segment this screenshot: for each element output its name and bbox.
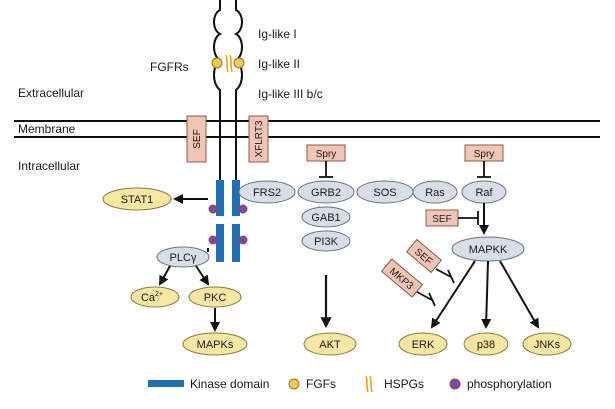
p38-label: p38 xyxy=(477,339,495,351)
mapks-label: MAPKs xyxy=(197,339,234,351)
intracellular-label: Intracellular xyxy=(18,159,80,173)
p38-node xyxy=(463,332,509,356)
jnks-label: JNKs xyxy=(534,339,561,351)
arrow-to-erk xyxy=(430,260,476,329)
phosphorylation-sites xyxy=(208,204,248,245)
kinase-domain-left-lower xyxy=(216,224,224,262)
legend-phospho-label: phosphorylation xyxy=(467,377,552,391)
ca-label: Ca2+ xyxy=(141,291,163,304)
ig-like-2-label: Ig-like II xyxy=(258,57,300,71)
pkc-label: PKC xyxy=(204,292,227,304)
jnks-node xyxy=(522,332,572,356)
ig-like-1-label: Ig-like I xyxy=(258,27,297,41)
mapkk-label: MAPKK xyxy=(469,244,508,256)
legend-kinase-label: Kinase domain xyxy=(190,377,269,391)
spry-left-label: Spry xyxy=(316,149,337,160)
plcg-label: PLCγ xyxy=(170,252,197,264)
mkp3-group: MKP3 xyxy=(380,258,424,298)
raf-label: Raf xyxy=(475,187,493,199)
xflrt3-membrane-label: XFLRT3 xyxy=(254,120,265,157)
pkc-node xyxy=(188,286,242,308)
ras-label: Ras xyxy=(425,187,445,199)
ca-node xyxy=(130,286,180,308)
extracellular-label: Extracellular xyxy=(18,86,84,100)
receptor-right-chain xyxy=(233,0,243,121)
sos-label: SOS xyxy=(373,187,396,199)
legend-phospho-swatch xyxy=(449,378,461,390)
membrane-label: Membrane xyxy=(18,122,76,136)
fgf-ligand-left xyxy=(211,57,223,69)
arrow-to-ca xyxy=(159,265,171,286)
plcg-node xyxy=(156,246,210,268)
sef-tilted-inhibit-line xyxy=(435,268,452,278)
akt-node xyxy=(303,332,357,356)
legend-hspgs-label: HSPGs xyxy=(384,377,424,391)
stat1-node xyxy=(102,187,172,211)
legend-hspg-swatch xyxy=(365,375,373,393)
xflrt3-membrane-box xyxy=(248,115,269,163)
fgfr-extracellular-domain xyxy=(213,0,243,121)
mapks-node xyxy=(182,332,248,356)
kinase-domain-right-upper xyxy=(232,180,240,216)
pi3k-node xyxy=(301,230,351,252)
kinase-domain-right-lower xyxy=(232,224,240,262)
hspg-symbol xyxy=(225,54,233,73)
mkp3-inhibit-bar xyxy=(428,292,436,307)
ras-node xyxy=(412,180,458,204)
legend: Kinase domain FGFs HSPGs phosphorylation xyxy=(148,375,552,393)
fgf-ligand-right xyxy=(233,57,245,69)
grb2-label: GRB2 xyxy=(311,187,341,199)
mkp3-inhibit-line xyxy=(416,291,433,301)
grb2-node xyxy=(297,180,355,204)
fgfrs-label: FGFRs xyxy=(150,60,189,74)
gab1-node xyxy=(301,206,351,228)
pi3k-label: PI3K xyxy=(314,236,339,248)
sef-inhibitor-label: SEF xyxy=(432,214,451,225)
legend-fgfs-label: FGFs xyxy=(306,377,336,391)
sef-tilted-box xyxy=(405,238,443,274)
erk-label: ERK xyxy=(412,339,435,351)
arrow-to-pkc xyxy=(195,265,210,286)
legend-fgf-swatch xyxy=(288,378,300,390)
stat1-label: STAT1 xyxy=(121,194,154,206)
sef-tilted-group: SEF xyxy=(405,238,443,274)
sef-membrane-box xyxy=(186,115,207,163)
mkp3-box xyxy=(380,258,424,298)
receptor-left-chain xyxy=(213,0,223,121)
frs2-node xyxy=(238,180,296,204)
arrow-to-jnks xyxy=(499,260,539,329)
spry-right-label: Spry xyxy=(474,149,495,160)
arrow-to-p38 xyxy=(481,260,492,329)
akt-label: AKT xyxy=(319,339,341,351)
sef-tilted-inhibit-bar xyxy=(447,269,455,284)
legend-kinase-swatch xyxy=(148,380,184,387)
erk-node xyxy=(398,332,448,356)
kinase-domain-left-upper xyxy=(216,180,224,216)
ig-like-3-label: Ig-like III b/c xyxy=(258,87,323,101)
sef-membrane-label: SEF xyxy=(192,129,203,148)
gab1-label: GAB1 xyxy=(311,212,340,224)
frs2-label: FRS2 xyxy=(253,187,281,199)
